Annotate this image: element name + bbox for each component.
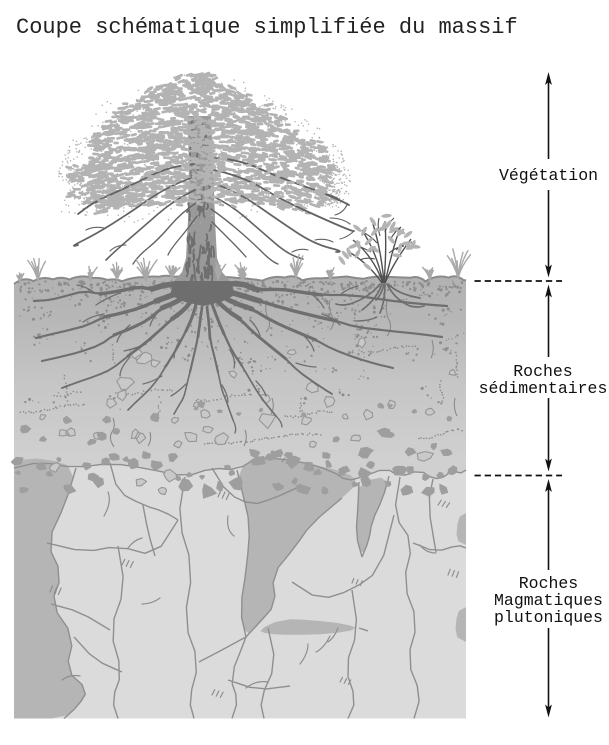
svg-text:Magmatiques: Magmatiques: [494, 591, 603, 610]
svg-text:Végétation: Végétation: [499, 166, 598, 185]
svg-text:Roches: Roches: [519, 574, 578, 593]
svg-text:plutoniques: plutoniques: [494, 608, 603, 627]
svg-text:sédimentaires: sédimentaires: [479, 379, 608, 398]
svg-text:Coupe schématique simplifiée d: Coupe schématique simplifiée du massif: [16, 15, 518, 40]
svg-text:Roches: Roches: [513, 362, 572, 381]
